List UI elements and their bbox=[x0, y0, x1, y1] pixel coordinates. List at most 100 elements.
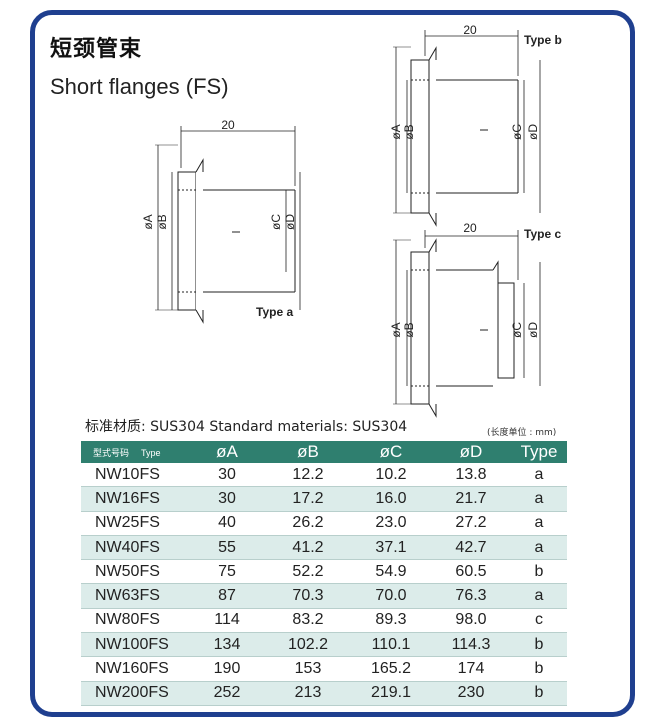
table-row: NW25FS 40 26.2 23.0 27.2 a bbox=[81, 511, 567, 536]
label-a-d: øD bbox=[283, 214, 297, 230]
type-b-label: Type b bbox=[524, 33, 562, 47]
label-a-a: øA bbox=[141, 214, 155, 229]
table-cell: NW160FS bbox=[95, 660, 169, 678]
label-b-a: øA bbox=[389, 124, 403, 139]
table-cell: NW10FS bbox=[95, 465, 160, 483]
label-a-c: øC bbox=[269, 214, 283, 230]
title-english: Short flanges (FS) bbox=[50, 74, 229, 99]
table-cell: a bbox=[534, 514, 544, 532]
table-cell: NW40FS bbox=[81, 535, 189, 560]
table-cell: 54.9 bbox=[375, 562, 407, 580]
table-cell: b bbox=[534, 562, 544, 580]
label-c-d: øD bbox=[526, 322, 540, 338]
table-row: NW10FS 30 12.2 10.2 13.8 a bbox=[81, 463, 567, 487]
table-cell: 21.7 bbox=[431, 486, 511, 512]
table-cell: 213 bbox=[265, 681, 351, 706]
table-cell: 23.0 bbox=[375, 514, 407, 532]
type-a-label: Type a bbox=[256, 305, 293, 319]
dim-20-c: 20 bbox=[463, 221, 477, 235]
table-cell: NW100FS bbox=[81, 632, 189, 657]
table-cell: 41.2 bbox=[265, 535, 351, 560]
label-c-c: øC bbox=[510, 322, 524, 338]
type-c-label: Type c bbox=[524, 227, 561, 241]
table-cell: 55 bbox=[189, 535, 265, 560]
table-cell: c bbox=[535, 611, 543, 629]
materials-note: 标准材质: SUS304 Standard materials: SUS304 bbox=[85, 419, 408, 435]
drawing-type-a-labels: 20 øA øB øC øD Type a bbox=[141, 118, 297, 319]
table-cell: NW25FS bbox=[95, 514, 160, 532]
table-cell: NW16FS bbox=[81, 486, 189, 512]
table-cell: a bbox=[511, 535, 567, 560]
table-cell: 110.1 bbox=[351, 632, 431, 657]
table-cell: 30 bbox=[189, 486, 265, 512]
table-cell: 190 bbox=[213, 660, 241, 678]
header-b: øB bbox=[265, 441, 351, 463]
table-cell: 89.3 bbox=[375, 611, 407, 629]
table-cell: 42.7 bbox=[431, 535, 511, 560]
table-cell: 70.3 bbox=[265, 583, 351, 609]
drawing-type-c-labels: 20 øA øB øC øD Type c bbox=[389, 221, 561, 338]
table-cell: 102.2 bbox=[265, 632, 351, 657]
dim-20-a: 20 bbox=[221, 118, 235, 132]
table-cell: NW200FS bbox=[81, 681, 189, 706]
table-cell: 13.8 bbox=[455, 465, 487, 483]
table-cell: 153 bbox=[294, 660, 322, 678]
table-row: NW160FS 190 153 165.2 174 b bbox=[81, 657, 567, 682]
table-cell: 83.2 bbox=[292, 611, 324, 629]
table-cell: 10.2 bbox=[375, 465, 407, 483]
unit-note: (长度单位 : mm) bbox=[487, 428, 557, 438]
table-cell: a bbox=[511, 583, 567, 609]
table-cell: 16.0 bbox=[351, 486, 431, 512]
label-b-d: øD bbox=[526, 124, 540, 140]
drawing-type-b bbox=[393, 30, 541, 227]
label-b-c: øC bbox=[510, 124, 524, 140]
header-d: øD bbox=[431, 441, 511, 463]
table-cell: NW50FS bbox=[95, 562, 160, 580]
table-cell: 114.3 bbox=[431, 632, 511, 657]
table-cell: a bbox=[534, 465, 544, 483]
header-c: øC bbox=[351, 441, 431, 463]
table-cell: 26.2 bbox=[292, 514, 324, 532]
table-cell: 12.2 bbox=[292, 465, 324, 483]
label-c-b: øB bbox=[402, 322, 416, 337]
table-cell: 30 bbox=[218, 465, 236, 483]
table-cell: 52.2 bbox=[292, 562, 324, 580]
drawing-type-b-labels: 20 øA øB øC øD Type b bbox=[389, 23, 562, 140]
table-cell: b bbox=[511, 632, 567, 657]
label-c-a: øA bbox=[389, 322, 403, 337]
table-cell: 40 bbox=[218, 514, 236, 532]
table-cell: b bbox=[534, 660, 544, 678]
header-a: øA bbox=[189, 441, 265, 463]
table-cell: 70.0 bbox=[351, 583, 431, 609]
table-cell: NW63FS bbox=[81, 583, 189, 609]
table-cell: 37.1 bbox=[351, 535, 431, 560]
label-b-b: øB bbox=[402, 124, 416, 139]
table-cell: 76.3 bbox=[431, 583, 511, 609]
table-cell: 27.2 bbox=[455, 514, 487, 532]
table-cell: 252 bbox=[189, 681, 265, 706]
table-cell: 134 bbox=[189, 632, 265, 657]
label-a-b: øB bbox=[155, 214, 169, 229]
title-chinese: 短颈管束 bbox=[50, 37, 143, 62]
drawing-type-a bbox=[155, 126, 301, 324]
table-cell: 165.2 bbox=[370, 660, 412, 678]
table-cell: 219.1 bbox=[351, 681, 431, 706]
table-cell: 230 bbox=[431, 681, 511, 706]
table-cell: 98.0 bbox=[455, 611, 487, 629]
table-cell: 60.5 bbox=[455, 562, 487, 580]
table-cell: 174 bbox=[457, 660, 485, 678]
header-type: Type bbox=[511, 441, 567, 463]
table-cell: 114 bbox=[214, 611, 240, 629]
